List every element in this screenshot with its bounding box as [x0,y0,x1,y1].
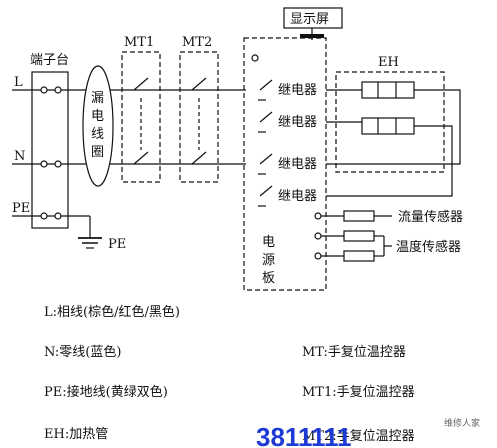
power-board-char-1: 电 [262,235,275,250]
display-label: 显示屏 [290,12,329,27]
mt2-label: MT2 [182,35,212,50]
coil-char-4: 圈 [91,145,104,160]
flow-sensor-label: 流量传感器 [398,209,463,225]
line-l-label: L [14,75,23,90]
power-board-char-3: 板 [262,271,275,286]
legend-l: L:相线(棕色/红色/黑色) [44,304,180,320]
mt1-label: MT1 [124,35,154,50]
watermark-tag: 维修人家 [444,417,480,429]
legend-mt2: MT2:手复位温控器 [302,429,415,444]
line-n-label: N [14,149,25,164]
ground-label: PE [108,237,126,252]
line-pe-label: PE [12,201,30,216]
mt2-box [179,51,219,183]
coil-char-2: 电 [91,109,104,124]
display-box [283,7,343,29]
terminal-block [31,71,69,229]
relay-4-label: 继电器 [278,189,317,204]
power-board-char-2: 源 [262,253,275,268]
coil-char-1: 漏 [91,90,104,106]
temp-sensor-label: 温度传感器 [396,239,461,255]
display-connector [300,34,324,38]
legend-mt1: MT1:手复位温控器 [302,385,415,400]
coil-char-3: 线 [91,127,104,142]
legend-n: N:零线(蓝色) [44,344,121,360]
relay-3-label: 继电器 [278,157,317,172]
legend-eh: EH:加热管 [44,427,108,442]
leakage-coil [82,65,114,187]
legend-pe: PE:接地线(黄绿双色) [44,384,168,400]
mt1-box [121,51,161,183]
watermark-site: 3811111 [256,422,351,448]
relay-1-label: 继电器 [278,83,317,98]
eh-label: EH [378,55,399,70]
terminal-block-label: 端子台 [30,53,69,68]
legend-mt: MT:手复位温控器 [302,345,406,360]
relay-2-label: 继电器 [278,115,317,130]
